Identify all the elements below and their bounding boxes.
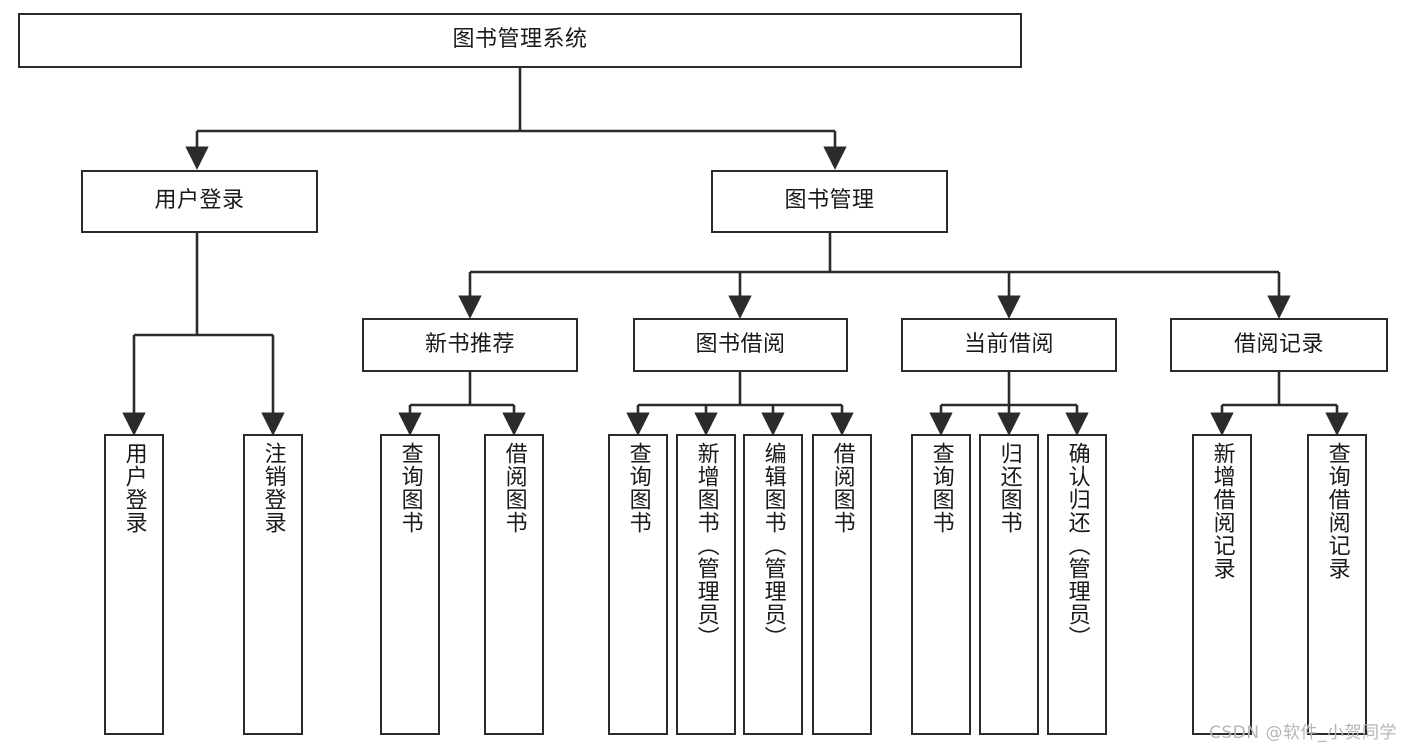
leaf-return-book[interactable]: 归还图书: [979, 434, 1039, 735]
leaf-borrow-book[interactable]: 借阅图书: [812, 434, 872, 735]
leaf-query-borrow-record[interactable]: 查询借阅记录: [1307, 434, 1367, 735]
leaf-add-book-admin[interactable]: 新增图书（管理员）: [676, 434, 736, 735]
leaf-user-logout[interactable]: 注销登录: [243, 434, 303, 735]
node-label: 借阅记录: [1233, 331, 1324, 357]
node-label: 借阅图书: [829, 442, 855, 534]
node-new-book-recommend[interactable]: 新书推荐: [362, 318, 578, 372]
node-current-borrow[interactable]: 当前借阅: [901, 318, 1117, 372]
node-label: 图书借阅: [695, 331, 786, 357]
node-label: 确认归还（管理员）: [1064, 442, 1090, 649]
node-label: 用户登录: [121, 442, 147, 534]
node-user-login[interactable]: 用户登录: [81, 170, 318, 233]
node-label: 新增图书（管理员）: [693, 442, 719, 649]
node-label: 借阅图书: [501, 442, 527, 534]
node-book-borrow[interactable]: 图书借阅: [633, 318, 848, 372]
node-label: 新增借阅记录: [1209, 442, 1235, 580]
node-label: 当前借阅: [963, 331, 1054, 357]
node-root-system[interactable]: 图书管理系统: [18, 13, 1022, 68]
node-label: 查询图书: [625, 442, 651, 534]
node-label: 归还图书: [996, 442, 1022, 534]
node-label: 编辑图书（管理员）: [760, 442, 786, 649]
node-book-management[interactable]: 图书管理: [711, 170, 948, 233]
node-label: 图书管理系统: [452, 27, 588, 53]
leaf-add-borrow-record[interactable]: 新增借阅记录: [1192, 434, 1252, 735]
csdn-watermark: CSDN @软件_小贺同学: [1209, 723, 1397, 743]
node-label: 查询图书: [928, 442, 954, 534]
leaf-edit-book-admin[interactable]: 编辑图书（管理员）: [743, 434, 803, 735]
node-label: 查询借阅记录: [1324, 442, 1350, 580]
node-borrow-records[interactable]: 借阅记录: [1170, 318, 1388, 372]
leaf-confirm-return-admin[interactable]: 确认归还（管理员）: [1047, 434, 1107, 735]
node-label: 图书管理: [784, 188, 875, 214]
leaf-query-books-recommend[interactable]: 查询图书: [380, 434, 440, 735]
node-label: 注销登录: [260, 442, 286, 534]
leaf-borrow-books-recommend[interactable]: 借阅图书: [484, 434, 544, 735]
leaf-user-login[interactable]: 用户登录: [104, 434, 164, 735]
node-label: 新书推荐: [424, 331, 515, 357]
leaf-query-books-borrow[interactable]: 查询图书: [608, 434, 668, 735]
leaf-query-books-current[interactable]: 查询图书: [911, 434, 971, 735]
node-label: 查询图书: [397, 442, 423, 534]
node-label: 用户登录: [154, 188, 245, 214]
